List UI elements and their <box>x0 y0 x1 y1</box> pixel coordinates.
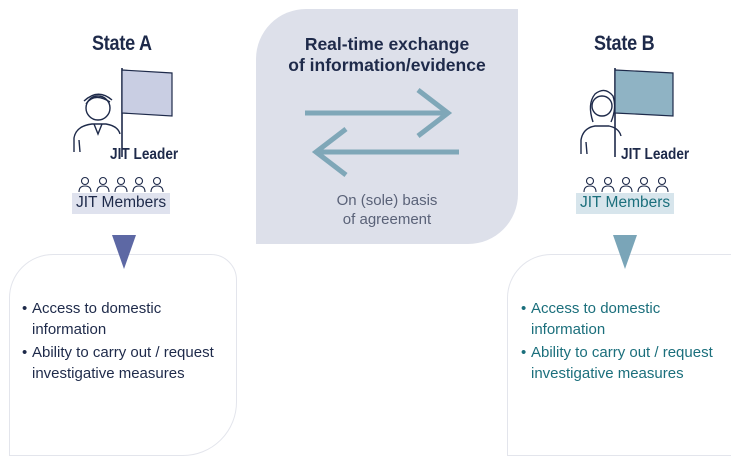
exchange-note-line1: On (sole) basis <box>336 192 438 209</box>
flag-icon <box>121 68 173 157</box>
state-a-members-label: JIT Members <box>72 193 171 214</box>
exchange-panel <box>256 9 518 244</box>
list-item: Ability to carry out / requestinvestigat… <box>22 342 214 384</box>
down-triangle-icon <box>112 235 136 269</box>
team-members-icon <box>583 176 669 193</box>
flag-icon <box>614 68 674 157</box>
exchange-note: On (sole) basis of agreement <box>256 191 518 229</box>
down-triangle-icon <box>613 235 637 269</box>
state-a-title: State A <box>92 32 152 55</box>
exchange-title-line1: Real-time exchange <box>304 34 470 54</box>
exchange-title: Real-time exchange of information/eviden… <box>256 34 518 76</box>
state-b-members-label: JIT Members <box>576 193 675 214</box>
state-b-leader-graphic <box>580 68 674 157</box>
exchange-title-line2: of information/evidence <box>288 55 486 75</box>
female-person-icon <box>580 89 622 155</box>
exchange-arrows-icon <box>305 88 459 177</box>
state-a-leader-label: JIT Leader <box>110 146 179 163</box>
list-item: Ability to carry out / requestinvestigat… <box>521 342 713 384</box>
state-b-title: State B <box>594 32 655 55</box>
state-a-leader-graphic <box>73 68 173 157</box>
male-person-icon <box>73 93 121 153</box>
exchange-note-line2: of agreement <box>342 211 432 228</box>
team-members-icon <box>78 176 164 193</box>
state-b-leader-label: JIT Leader <box>621 146 690 163</box>
